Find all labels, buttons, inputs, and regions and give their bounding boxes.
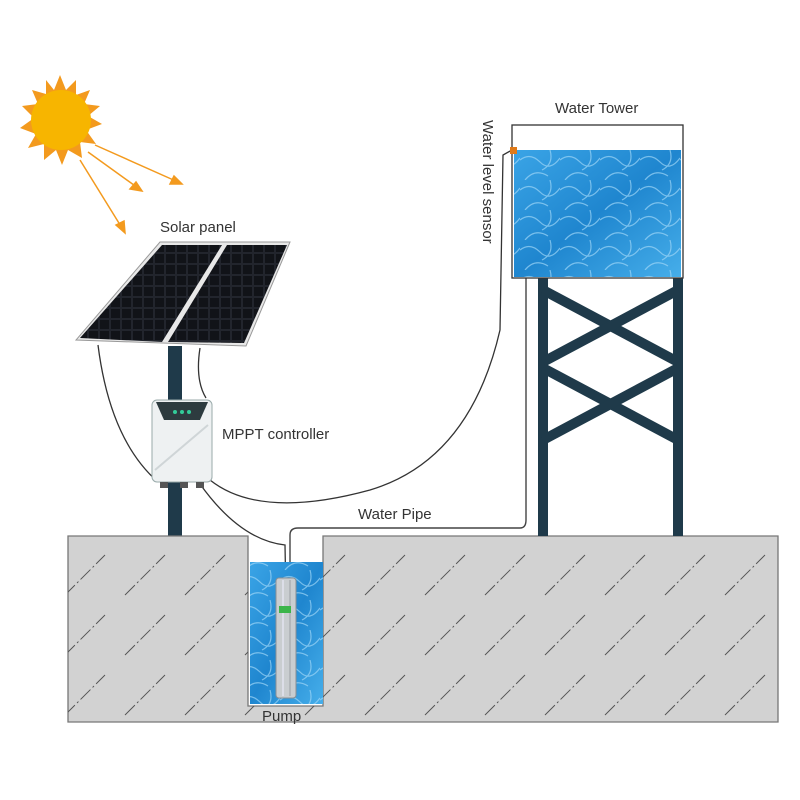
mppt-controller-label: MPPT controller xyxy=(222,426,329,443)
sunlight-arrows xyxy=(79,144,184,235)
pump-label: Pump xyxy=(262,708,301,725)
ground xyxy=(67,535,779,723)
water-pipe-label: Water Pipe xyxy=(358,506,432,523)
water-level-sensor-label: Water level sensor xyxy=(479,120,496,244)
cables xyxy=(97,149,513,601)
mppt-controller xyxy=(151,399,213,488)
water-pipe xyxy=(289,151,527,562)
water-level-sensor xyxy=(510,147,517,154)
water-tower-label: Water Tower xyxy=(555,100,638,117)
pump-icon xyxy=(275,577,297,699)
solar-panel-label: Solar panel xyxy=(160,219,236,236)
solar-panel xyxy=(74,241,291,347)
sun-icon xyxy=(20,75,102,165)
water-tower xyxy=(511,124,684,536)
